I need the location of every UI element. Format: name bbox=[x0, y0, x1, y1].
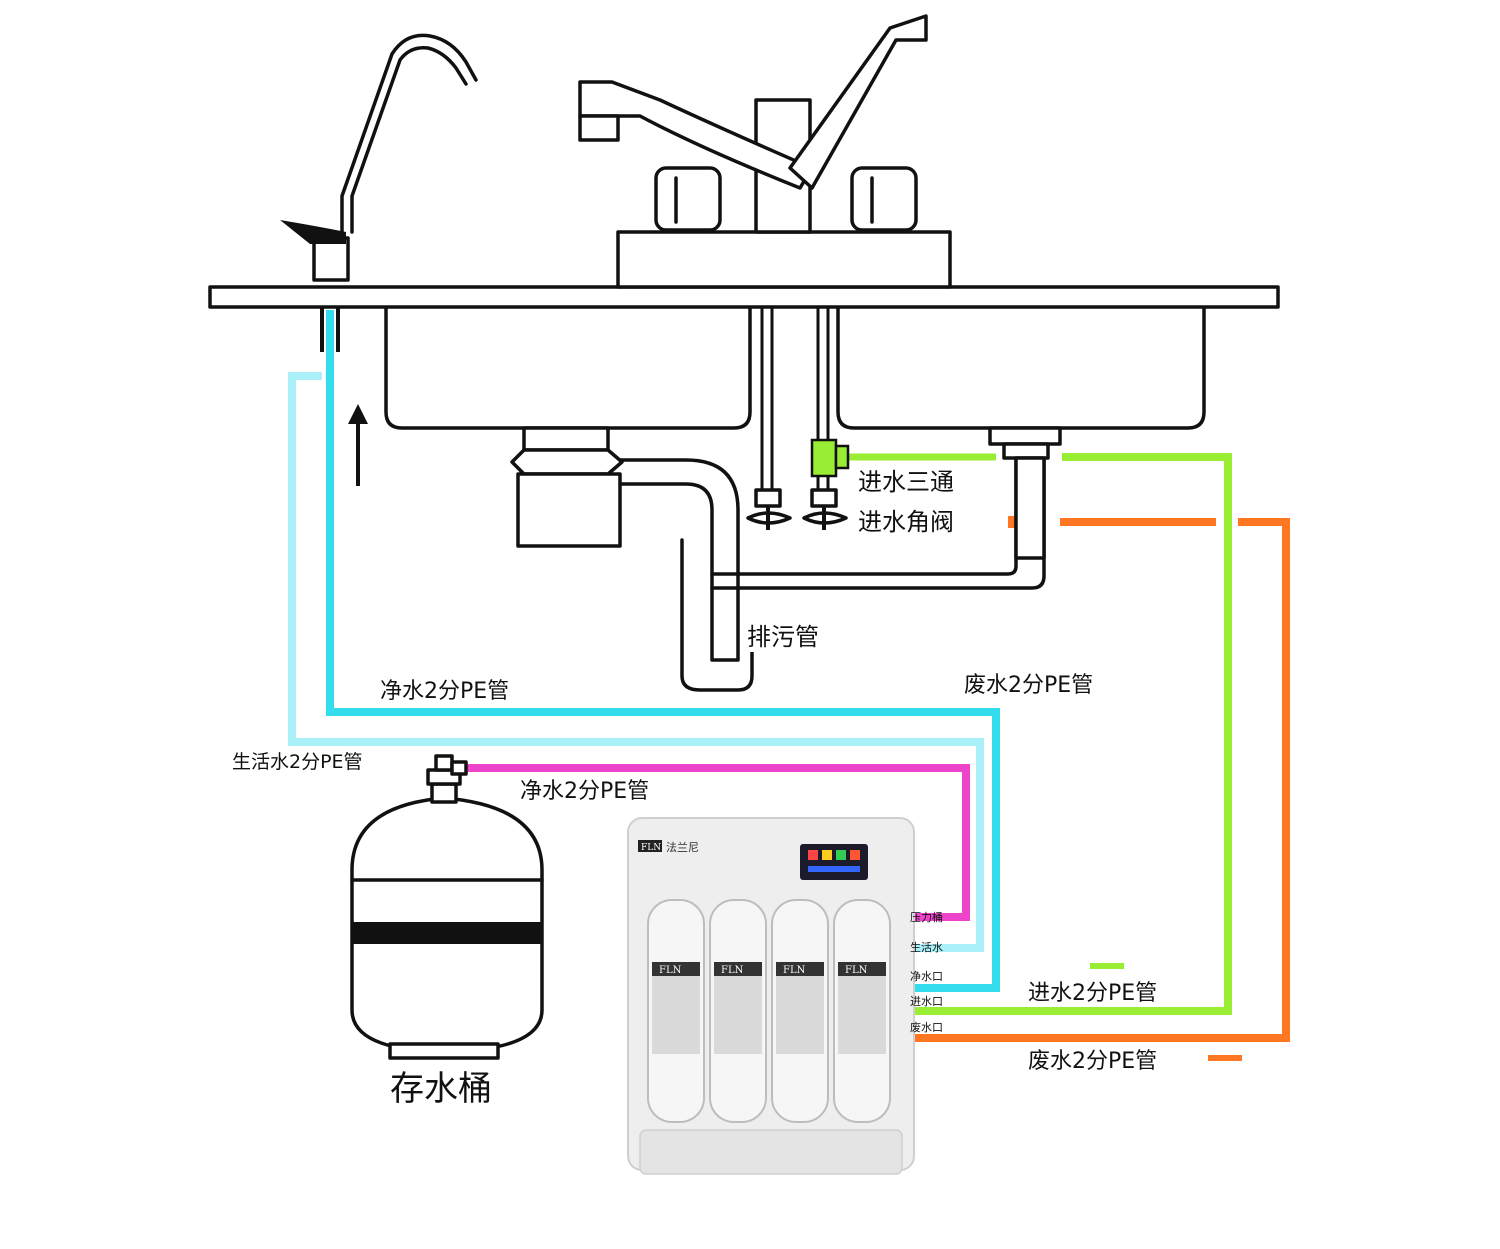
label-pure-pe-tank: 净水2分PE管 bbox=[520, 779, 649, 804]
filter-label-2: FLN bbox=[721, 965, 744, 976]
inlet-tube-b bbox=[905, 453, 1232, 1015]
port-inlet: 进水口 bbox=[910, 995, 943, 1008]
mixer-faucet-icon bbox=[578, 14, 928, 234]
tubes bbox=[288, 310, 1290, 1061]
purifier-brand: FLN bbox=[641, 843, 661, 853]
pure-water-tube bbox=[326, 310, 1000, 992]
filter-cartridge-4: FLN bbox=[833, 899, 891, 1123]
tank-line-tube bbox=[466, 764, 970, 921]
port-pure-outlet: 净水口 bbox=[910, 969, 943, 983]
label-tap-pe: 生活水2分PE管 bbox=[232, 751, 363, 773]
tap-water-tube bbox=[288, 372, 984, 952]
waste-tube-b bbox=[905, 518, 1290, 1042]
ro-purifier-icon: FLN FLN FLN FLN FLN 法兰尼 压力桶 生活水 净水口 进水口 … bbox=[627, 817, 943, 1175]
gooseneck-faucet-icon bbox=[280, 33, 478, 352]
port-pressure-tank: 压力桶 bbox=[910, 910, 943, 924]
label-angle-valve: 进水角阀 bbox=[858, 508, 954, 536]
sink-icon bbox=[208, 230, 1280, 430]
port-waste-outlet: 废水口 bbox=[910, 1020, 943, 1034]
purifier-display bbox=[800, 844, 868, 880]
drain-assembly bbox=[510, 426, 1062, 692]
filter-cartridge-1: FLN bbox=[647, 899, 705, 1123]
filter-label-4: FLN bbox=[845, 965, 868, 976]
label-inlet-legend: 进水2分PE管 bbox=[1028, 981, 1157, 1006]
label-inlet-tee: 进水三通 bbox=[858, 468, 954, 496]
port-tap-water: 生活水 bbox=[910, 940, 943, 954]
pressure-tank-icon bbox=[350, 754, 544, 1060]
filter-label-3: FLN bbox=[783, 965, 806, 976]
purifier-brand-cn: 法兰尼 bbox=[666, 840, 699, 854]
flow-arrow-icon bbox=[348, 404, 368, 486]
tee-fitting-icon bbox=[810, 438, 850, 490]
label-storage-tank: 存水桶 bbox=[390, 1069, 492, 1109]
label-waste-legend: 废水2分PE管 bbox=[1028, 1049, 1157, 1074]
filter-label-1: FLN bbox=[659, 965, 682, 976]
filter-cartridge-3: FLN bbox=[771, 899, 829, 1123]
angle-valve-icon bbox=[746, 307, 848, 530]
labels: 进水三通 进水角阀 排污管 净水2分PE管 废水2分PE管 生活水2分PE管 净… bbox=[232, 468, 1157, 1109]
label-pure-pe-top: 净水2分PE管 bbox=[380, 679, 509, 704]
label-waste-pe-top: 废水2分PE管 bbox=[964, 673, 1093, 698]
filter-cartridge-2: FLN bbox=[709, 899, 767, 1123]
label-drain-pipe: 排污管 bbox=[747, 623, 819, 651]
